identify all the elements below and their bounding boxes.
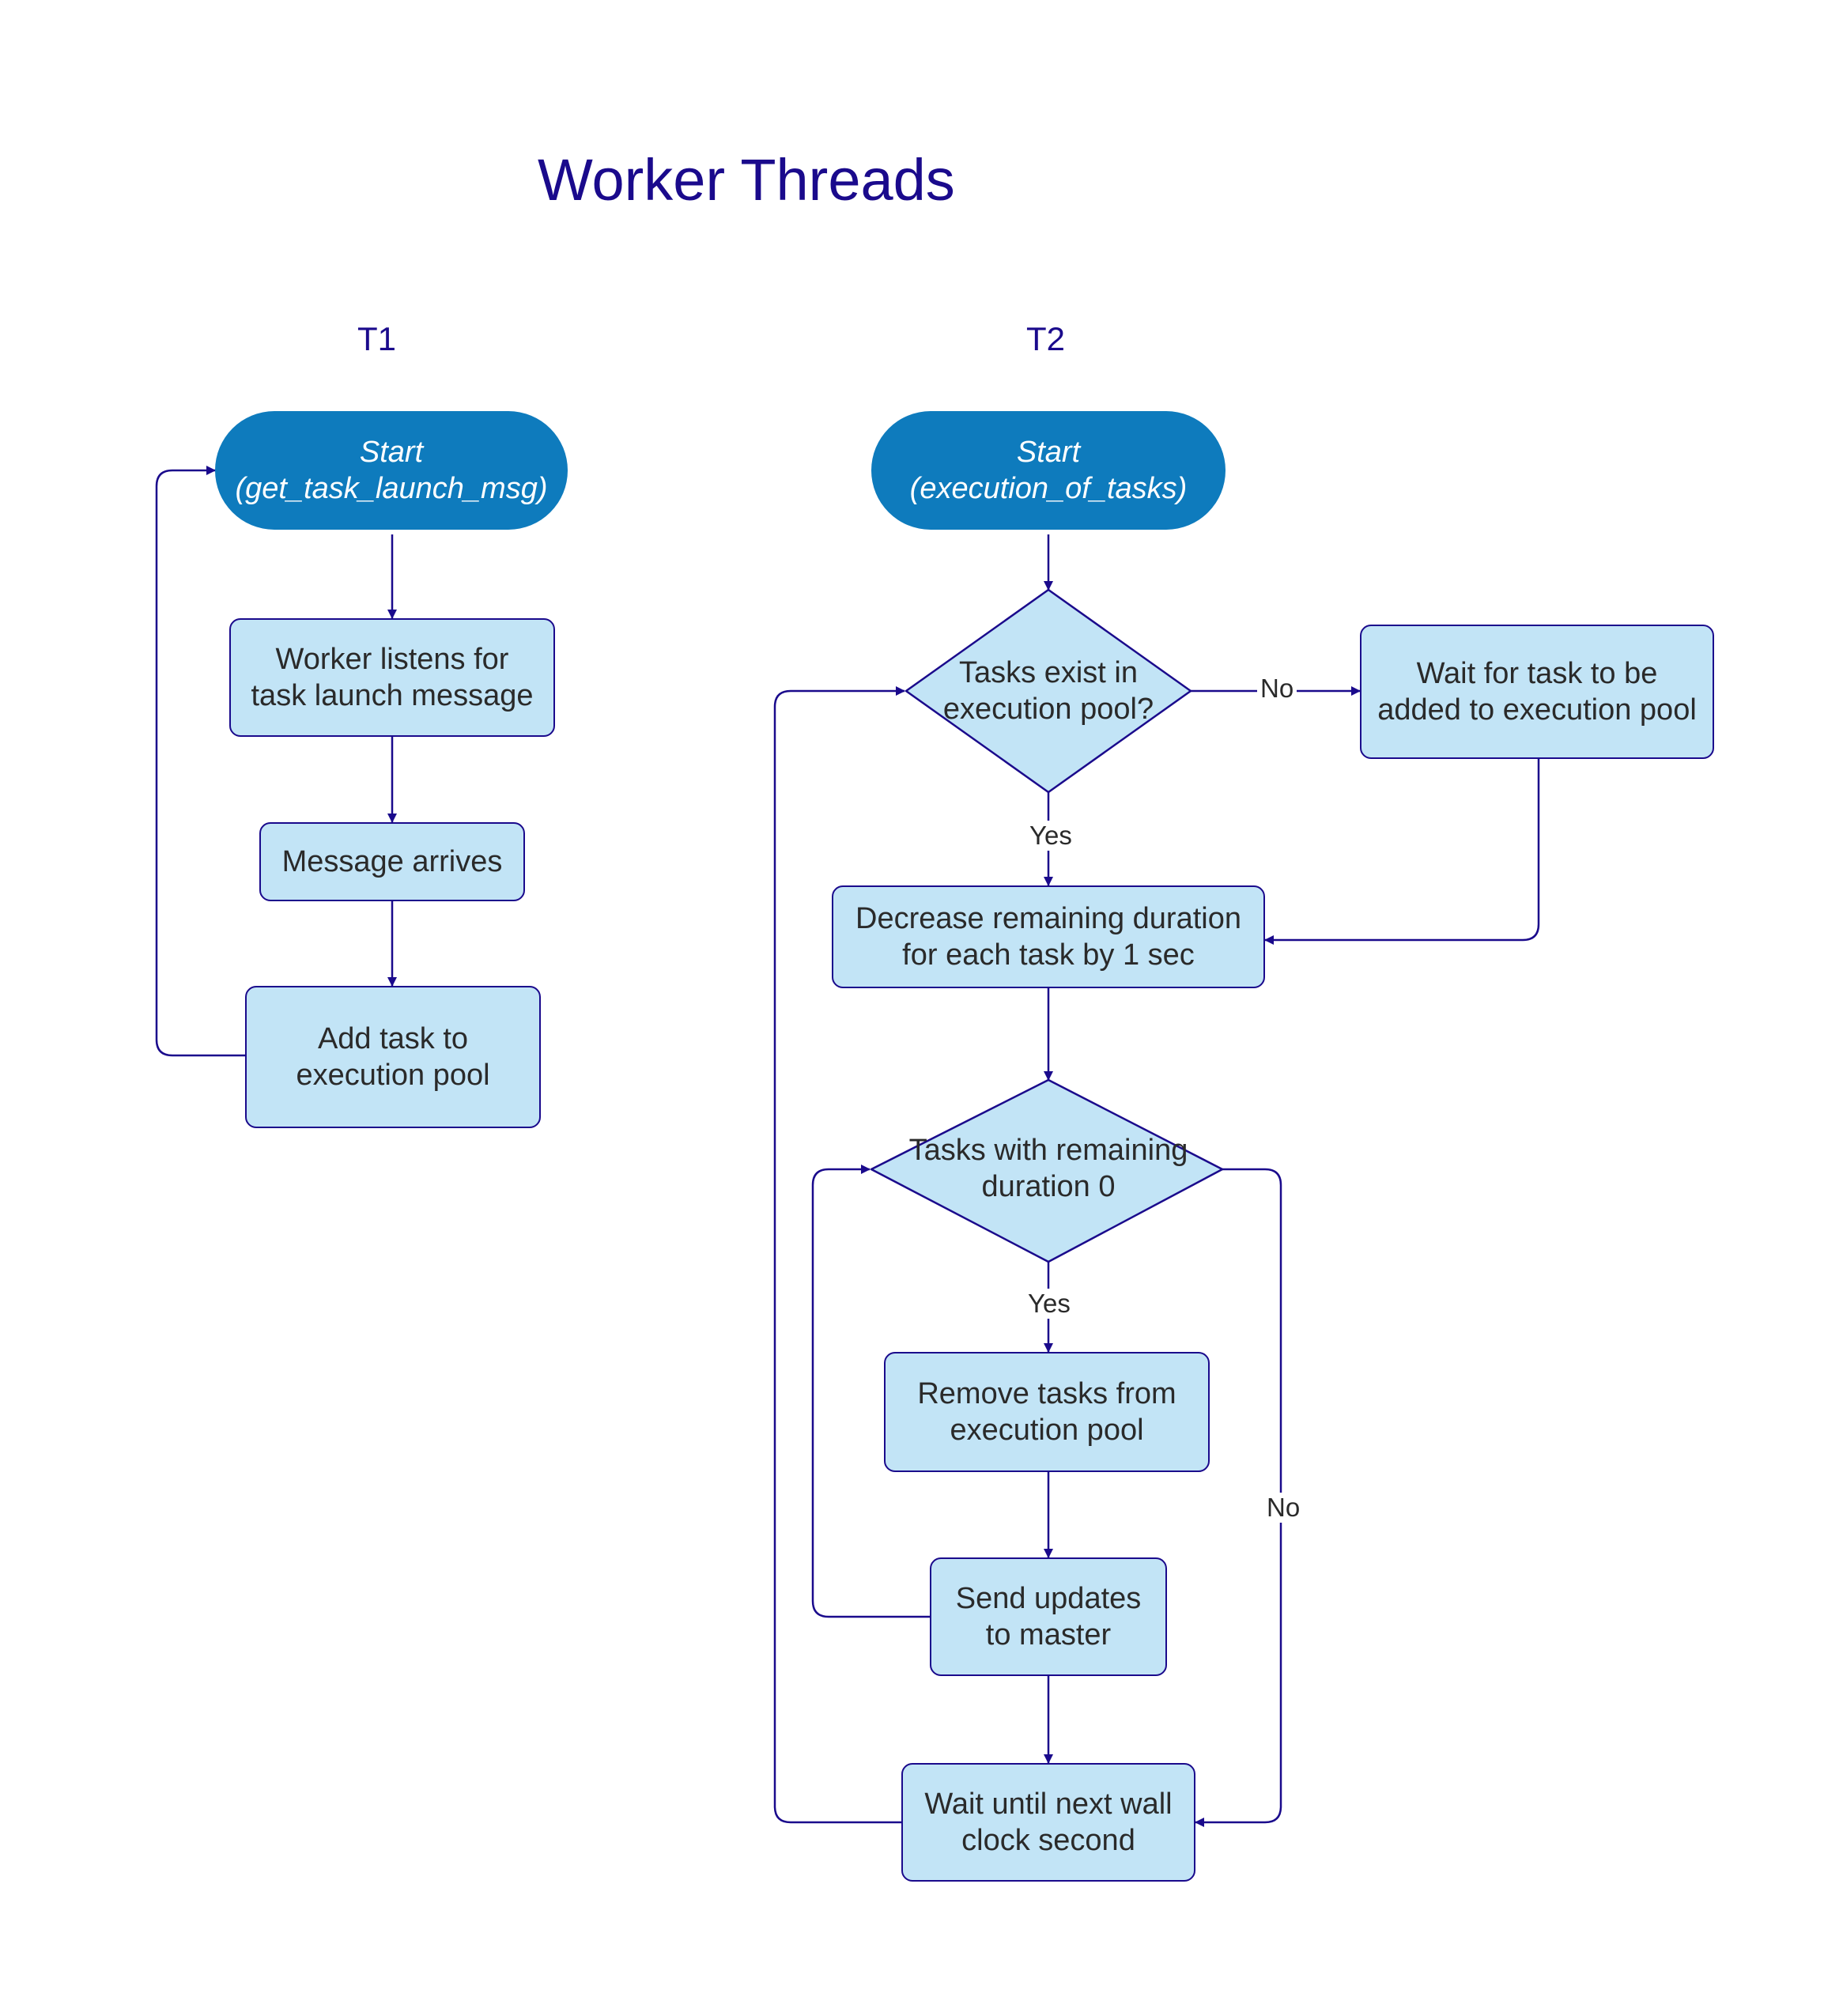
t1-start-line2: (get_task_launch_msg) bbox=[235, 472, 548, 505]
t2-start-terminal: Start (execution_of_tasks) bbox=[871, 411, 1226, 530]
t2-send-box: Send updates to master bbox=[930, 1557, 1167, 1676]
t1-arrives-line1: Message arrives bbox=[281, 845, 503, 878]
t2-wait-task-line1: Wait for task to be bbox=[1416, 657, 1658, 690]
edge-label-no-remaining: No bbox=[1263, 1493, 1304, 1523]
t2-remaining-line1: Tasks with remaining bbox=[908, 1134, 1188, 1167]
t2-decrease-line2: for each task by 1 sec bbox=[902, 938, 1195, 972]
t1-arrives-box: Message arrives bbox=[259, 822, 525, 901]
t2-wait-task-box: Wait for task to be added to execution p… bbox=[1360, 625, 1714, 759]
arrow-wait-clock-loop-to-exist bbox=[773, 686, 905, 1824]
t1-add-box: Add task to execution pool bbox=[245, 986, 541, 1128]
arrow-t1-loop-back bbox=[155, 466, 245, 1057]
t2-remaining-line2: duration 0 bbox=[981, 1170, 1116, 1203]
column-label-t2: T2 bbox=[1026, 320, 1066, 357]
t2-remove-line2: execution pool bbox=[950, 1414, 1144, 1447]
t2-send-line2: to master bbox=[985, 1618, 1112, 1652]
edge-label-yes-exist: Yes bbox=[1026, 821, 1075, 851]
t2-remove-box: Remove tasks from execution pool bbox=[884, 1352, 1210, 1472]
t2-start-line2: (execution_of_tasks) bbox=[909, 472, 1188, 505]
t2-wait-clock-line2: clock second bbox=[961, 1824, 1135, 1857]
decision-remaining-zero-diamond bbox=[870, 1078, 1224, 1263]
t2-decrease-box: Decrease remaining duration for each tas… bbox=[832, 885, 1265, 988]
t1-start-line1: Start bbox=[359, 436, 424, 469]
t1-listen-line1: Worker listens for bbox=[275, 643, 509, 676]
t1-add-line1: Add task to bbox=[317, 1022, 469, 1055]
column-label-t1: T1 bbox=[357, 320, 397, 357]
edge-label-no-exist: No bbox=[1257, 674, 1297, 704]
arrow-wait-task-to-decrease bbox=[1264, 759, 1540, 945]
t2-exist-line2: execution pool? bbox=[942, 693, 1154, 726]
page-title: Worker Threads bbox=[538, 147, 955, 213]
decision-tasks-exist-diamond bbox=[905, 588, 1192, 794]
arrow-send-loop-to-remaining bbox=[811, 1165, 930, 1618]
t1-listen-box: Worker listens for task launch message bbox=[229, 618, 555, 737]
edge-label-yes-remaining: Yes bbox=[1025, 1289, 1074, 1319]
t2-wait-clock-box: Wait until next wall clock second bbox=[901, 1763, 1195, 1882]
t2-remove-line1: Remove tasks from bbox=[917, 1377, 1176, 1410]
t2-decrease-line1: Decrease remaining duration bbox=[855, 902, 1241, 935]
t2-send-line1: Send updates bbox=[955, 1582, 1142, 1615]
t2-wait-task-line2: added to execution pool bbox=[1377, 693, 1697, 727]
t1-add-line2: execution pool bbox=[296, 1059, 490, 1092]
decision-remaining-zero-label: Tasks with remaining duration 0 bbox=[890, 1121, 1207, 1216]
t2-wait-clock-line1: Wait until next wall bbox=[924, 1788, 1173, 1821]
t2-start-line1: Start bbox=[1016, 436, 1081, 469]
t1-listen-line2: task launch message bbox=[251, 679, 534, 712]
t1-start-terminal: Start (get_task_launch_msg) bbox=[215, 411, 568, 530]
decision-tasks-exist-label: Tasks exist in execution pool? bbox=[922, 644, 1175, 738]
t2-exist-line1: Tasks exist in bbox=[959, 656, 1138, 689]
